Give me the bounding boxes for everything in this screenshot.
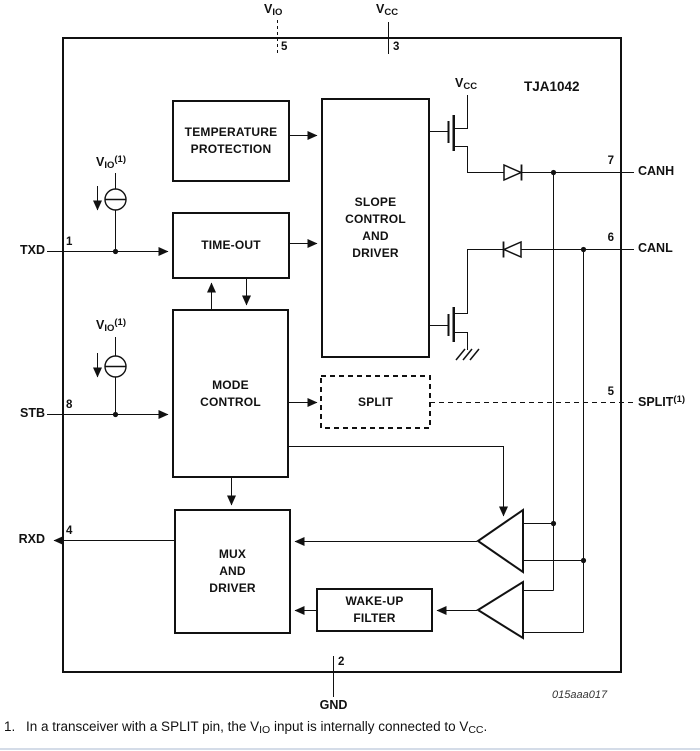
footnote: 1. In a transceiver with a SPLIT pin, the… (4, 719, 664, 736)
table-divider-rule (0, 748, 700, 750)
vio2-sub: IO (104, 323, 115, 334)
vcc-internal-label: VCC (455, 76, 478, 92)
mosfet-low-drain (453, 249, 469, 315)
pin-number-canh: 7 (607, 155, 614, 167)
receiver-input-taps-canl (523, 559, 584, 634)
pin-number-gnd: 2 (338, 656, 345, 668)
vio1-base: V (96, 155, 105, 169)
pin-number-vcc-top: 3 (393, 41, 400, 53)
vio-supply-label-stb: VIO(1) (96, 317, 126, 334)
junction-canl-bus (580, 246, 587, 253)
chip-boundary-box (62, 37, 622, 673)
block-wakeup-filter: WAKE-UP FILTER (316, 588, 433, 632)
junction-txd-cs1 (112, 248, 119, 255)
vcc-top-sub: CC (384, 7, 399, 18)
mosfet-high-drain (453, 95, 469, 130)
footnote-text-1: In a transceiver with a SPLIT pin, the V (26, 719, 260, 734)
vio-top-pin-label: VIO (264, 2, 283, 18)
footnote-vcc-sub: CC (468, 724, 484, 736)
junction-canh-bus (550, 169, 557, 176)
receiver-comparator (476, 508, 524, 574)
signal-wires (47, 20, 634, 697)
component-shapes (104, 163, 524, 640)
canh-diode (503, 163, 523, 182)
pin-label-gnd: GND (319, 698, 348, 712)
receiver-input-taps-canh (523, 522, 554, 592)
pin-number-rxd: 4 (66, 525, 73, 537)
pin-label-rxd: RXD (18, 532, 45, 546)
pin-label-canh: CANH (638, 164, 675, 178)
ground-symbol (455, 348, 480, 361)
pin-label-canl: CANL (638, 241, 673, 255)
split-block-outline (320, 375, 431, 429)
pin-number-canl: 6 (607, 232, 614, 244)
vcc-int-sub: CC (463, 81, 478, 92)
junction-dots (112, 169, 587, 564)
pin-number-stb: 8 (66, 399, 73, 411)
vio2-footnote-ref: (1) (114, 317, 126, 328)
chip-name: TJA1042 (524, 79, 580, 94)
vio-top-base: V (264, 2, 273, 16)
vio1-sub: IO (104, 160, 115, 171)
pin-label-split: SPLIT(1) (638, 394, 686, 410)
block-mode-control: MODE CONTROL (172, 309, 289, 478)
wire-mode-to-receiver (289, 445, 508, 517)
junction-stb-cs2 (112, 411, 119, 418)
figure-id: 015aaa017 (552, 689, 608, 701)
pin-number-split: 5 (607, 386, 614, 398)
junction-receiver-canh (550, 520, 557, 527)
vio-supply-label-txd: VIO(1) (96, 154, 126, 171)
pin-number-vio-top: 5 (281, 41, 288, 53)
footnote-text-2: input is internally connected to V (270, 719, 469, 734)
junction-receiver-canl (580, 557, 587, 564)
vio2-base: V (96, 318, 105, 332)
block-slope-control-driver: SLOPE CONTROL AND DRIVER (321, 98, 430, 358)
canl-diode (502, 240, 522, 259)
mosfet-high-source (453, 145, 469, 173)
pin-label-stb: STB (20, 406, 45, 420)
mosfet-low-source (453, 331, 469, 350)
block-split: SPLIT (357, 394, 393, 409)
footnote-index: 1. (4, 719, 16, 734)
vio1-footnote-ref: (1) (114, 154, 126, 165)
vio-top-sub: IO (272, 7, 283, 18)
block-time-out: TIME-OUT (172, 212, 290, 279)
footnote-vio-sub: IO (259, 724, 271, 736)
split-pin-footnote-ref: (1) (673, 394, 686, 405)
footnote-text-3: . (483, 719, 488, 734)
vcc-int-base: V (455, 76, 464, 90)
vcc-top-base: V (376, 2, 385, 16)
pin-number-txd: 1 (66, 236, 73, 248)
block-temperature-protection: TEMPERATURE PROTECTION (172, 100, 290, 182)
pin-label-txd: TXD (20, 243, 45, 257)
block-mux-driver: MUX AND DRIVER (174, 509, 291, 634)
split-pin-text: SPLIT (638, 395, 674, 409)
wakeup-comparator (476, 580, 524, 640)
vcc-top-pin-label: VCC (376, 2, 399, 18)
